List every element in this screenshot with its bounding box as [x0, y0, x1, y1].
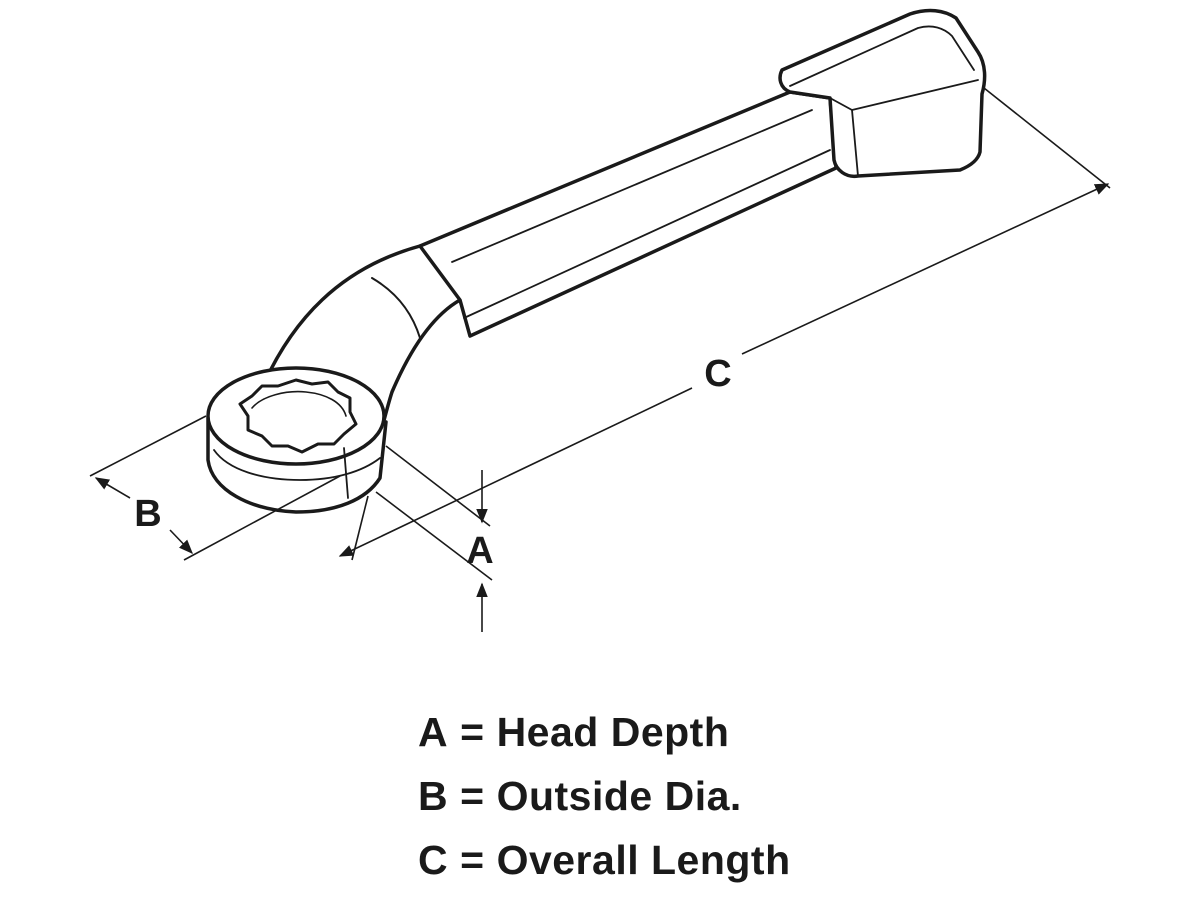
handle-edge-line-bottom — [463, 149, 831, 319]
legend-letter: A — [418, 709, 449, 755]
neck-bevel — [371, 277, 421, 339]
dimension-label-a: A — [466, 530, 493, 572]
strike-face-edge-1 — [789, 25, 975, 87]
legend-row-a: A=Head Depth — [418, 700, 978, 764]
a-extension-line-bottom — [375, 491, 493, 581]
handle-edge-line-top — [451, 109, 813, 263]
strike-face-block — [778, 8, 987, 179]
legend-row-b: B=Outside Dia. — [418, 764, 978, 828]
dimension-legend: A=Head Depth B=Outside Dia. C=Overall Le… — [418, 700, 978, 892]
c-extension-line-end — [983, 87, 1111, 189]
strike-face-edge-3 — [851, 109, 859, 177]
legend-equals: = — [460, 837, 485, 883]
b-extension-line-left — [89, 415, 207, 477]
b-extension-line-right — [183, 475, 341, 561]
slugging-wrench-illustration — [206, 8, 987, 514]
dimension-label-c: C — [704, 353, 731, 395]
c-extension-line-head — [351, 495, 369, 561]
dimension-lines — [89, 87, 1111, 632]
legend-equals: = — [460, 709, 485, 755]
c-dimension-line-upper — [741, 183, 1110, 355]
legend-letter: C — [418, 837, 449, 883]
legend-meaning: Overall Length — [496, 837, 791, 883]
legend-row-c: C=Overall Length — [418, 828, 978, 892]
legend-meaning: Outside Dia. — [496, 773, 742, 819]
ring-seam — [343, 447, 349, 499]
b-dimension-line-lower — [169, 529, 193, 555]
b-dimension-line-upper — [94, 477, 131, 499]
legend-equals: = — [460, 773, 485, 819]
twelve-point-socket — [238, 378, 358, 454]
wrench-handle — [418, 90, 838, 338]
socket-inner-wall — [251, 390, 347, 417]
a-extension-line-top — [385, 445, 491, 527]
legend-letter: B — [418, 773, 449, 819]
ring-band-line — [213, 449, 381, 481]
c-dimension-line-lower — [338, 387, 693, 557]
dimension-label-b: B — [134, 493, 161, 535]
legend-meaning: Head Depth — [496, 709, 730, 755]
